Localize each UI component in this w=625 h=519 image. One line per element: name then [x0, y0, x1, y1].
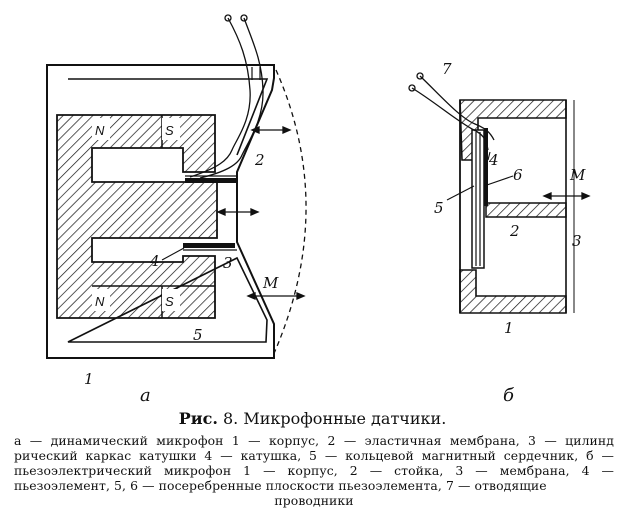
pole-n-bottom: N — [95, 294, 105, 309]
caption-title: Микрофонные датчики. — [243, 409, 447, 428]
pole-s-bottom: S — [165, 294, 174, 309]
sublabel-b: б — [503, 385, 515, 405]
pole-s-top: S — [165, 123, 174, 138]
label-piezo: 4 — [488, 151, 499, 169]
label-magnet-core: 5 — [193, 326, 203, 344]
vibration-arrow-m — [246, 292, 306, 300]
label-leads: 7 — [442, 60, 452, 78]
caption-number: 8. — [223, 409, 239, 428]
piezo-wire-2 — [411, 87, 489, 151]
label-housing: 1 — [84, 370, 94, 388]
caption-prefix: Рис. — [178, 409, 218, 428]
piezo-wire-1 — [419, 75, 495, 141]
housing-outer — [46, 64, 275, 359]
piezo-housing-bottom — [459, 269, 567, 314]
sublabel-a: а — [140, 385, 151, 405]
label-surface-6: 6 — [513, 166, 523, 184]
label-direction-m-b: М — [569, 166, 586, 184]
label-cylinder: 3 — [223, 254, 233, 272]
pole-n-top: N — [95, 123, 105, 138]
legend-text-end: проводники — [274, 493, 354, 508]
piezo-microphone: 7 4 6 5 М 2 3 1 б — [408, 60, 591, 405]
label-coil: 4 — [149, 252, 160, 270]
microphone-diagram: N S N S 2 — [46, 14, 591, 405]
wire-2 — [199, 17, 264, 179]
vibration-arrow-center — [216, 208, 260, 216]
piezo-vibration-arrow — [542, 192, 591, 200]
wire-1 — [189, 17, 251, 178]
coil-top — [185, 178, 237, 183]
magnet-core — [56, 114, 218, 319]
label-membrane-b: 3 — [572, 232, 582, 250]
label-surface-5: 5 — [434, 199, 444, 217]
label-post: 2 — [509, 222, 520, 240]
piezo-post — [485, 202, 567, 218]
legend-text: а — динамический микрофон 1 — корпус, 2 … — [14, 433, 614, 493]
label-direction-m: М — [262, 274, 279, 292]
membrane-deflection-arc — [271, 69, 307, 359]
dynamic-microphone: N S N S 2 — [46, 14, 307, 405]
figure-legend: а — динамический микрофон 1 — корпус, 2 … — [14, 433, 614, 508]
vibration-arrow-membrane — [250, 126, 292, 134]
piezo-element — [471, 129, 485, 269]
figure-caption: Рис. 8. Микрофонные датчики. — [0, 409, 625, 429]
coil-bottom — [183, 243, 235, 248]
label-housing-b: 1 — [504, 319, 514, 337]
label-membrane: 2 — [254, 151, 265, 169]
